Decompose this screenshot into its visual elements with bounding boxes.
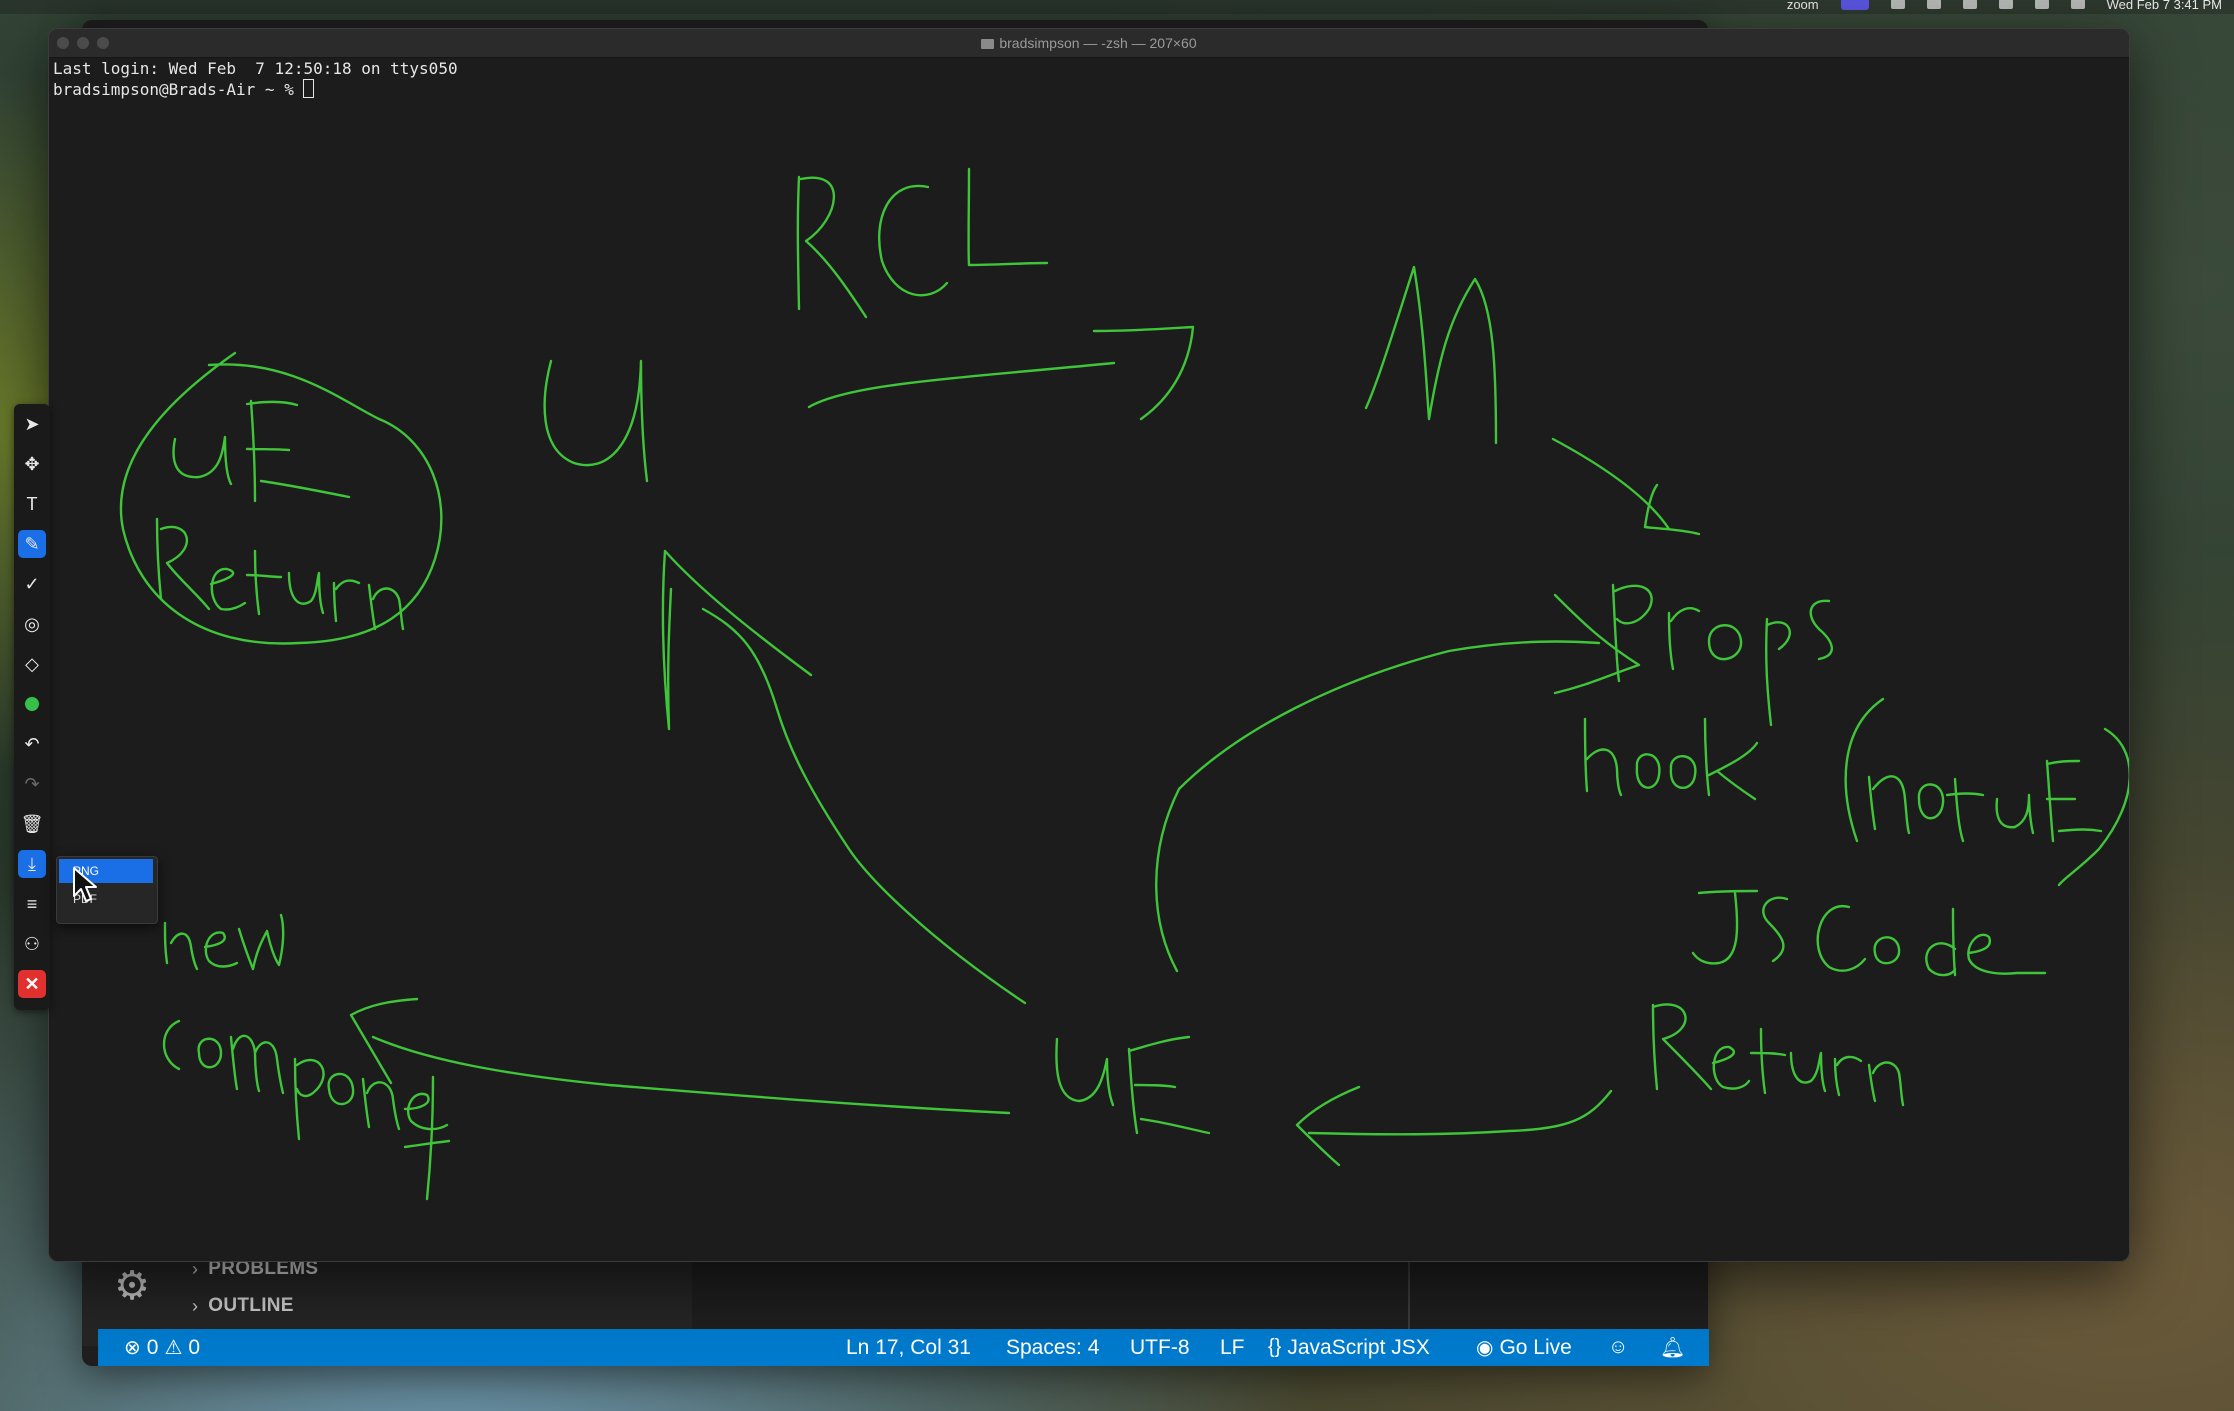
terminal-output[interactable]: Last login: Wed Feb 7 12:50:18 on ttys05… <box>53 59 458 100</box>
color-swatch <box>25 697 39 711</box>
spotlight-icon[interactable]: ◎ <box>24 614 40 634</box>
language-label: JavaScript JSX <box>1287 1335 1430 1359</box>
bluetooth-icon[interactable] <box>1926 0 1941 9</box>
ink-word-ue-bottom <box>1055 1035 1211 1135</box>
ink-arrow-to-m <box>807 325 1195 421</box>
cursor-position[interactable]: Ln 17, Col 31 <box>846 1335 971 1359</box>
ink-letter-u <box>543 359 649 483</box>
redo-icon[interactable]: ↷ <box>24 774 40 794</box>
close-window-button[interactable] <box>57 37 69 49</box>
ink-word-componet <box>162 1019 451 1201</box>
ink-word-return-left <box>155 517 405 631</box>
ink-word-hook <box>1583 717 1759 801</box>
error-icon: ⊗ <box>124 1337 141 1359</box>
encoding-status[interactable]: UTF-8 <box>1130 1335 1190 1359</box>
section-outline-label: OUTLINE <box>208 1295 294 1316</box>
ink-word-code <box>1816 904 2047 977</box>
language-mode[interactable]: {} JavaScript JSX <box>1268 1329 1430 1366</box>
ink-word-new <box>163 913 285 971</box>
undo-icon[interactable]: ↶ <box>24 734 40 754</box>
ink-word-js <box>1691 889 1789 965</box>
status-icon[interactable] <box>1890 0 1905 9</box>
terminal-window[interactable]: bradsimpson — -zsh — 207×60 Last login: … <box>48 28 2130 1262</box>
annotation-drawing <box>119 167 2129 1201</box>
go-live-button[interactable]: ◉ Go Live <box>1476 1329 1572 1366</box>
ink-word-return-right <box>1651 1003 1905 1107</box>
feedback-icon[interactable]: ☺ <box>1608 1336 1629 1358</box>
check-icon[interactable]: ✓ <box>24 574 40 594</box>
warning-icon: ⚠ <box>164 1337 183 1359</box>
chevron-right-icon: › <box>192 1295 199 1316</box>
panel-divider <box>1408 1260 1410 1346</box>
ink-word-ue-top <box>172 399 351 503</box>
ink-circle <box>119 351 443 645</box>
pen-icon[interactable]: ✎ <box>18 530 46 558</box>
section-problems-label: PROBLEMS <box>208 1258 319 1279</box>
zoom-share-icon[interactable] <box>1840 0 1869 10</box>
menu-icon[interactable]: ≡ <box>26 894 38 914</box>
save-icon[interactable]: ⤓ <box>18 850 46 878</box>
last-login-line: Last login: Wed Feb 7 12:50:18 on ttys05… <box>53 59 458 78</box>
ink-arrow-to-componet <box>349 997 1011 1115</box>
close-icon[interactable]: ✕ <box>18 970 46 998</box>
menubar-clock[interactable]: Wed Feb 7 3:41 PM <box>2106 0 2222 12</box>
ink-arrow-to-ue <box>1295 1085 1613 1167</box>
eol-status[interactable]: LF <box>1220 1335 1245 1359</box>
terminal-title: bradsimpson — -zsh — 207×60 <box>49 29 2129 57</box>
chevron-right-icon: › <box>192 1258 199 1279</box>
broadcast-icon: ◉ <box>1476 1337 1494 1359</box>
section-problems[interactable]: › PROBLEMS <box>192 1258 318 1280</box>
indentation-status[interactable]: Spaces: 4 <box>1006 1335 1100 1359</box>
status-bar: ⊗ 0 ⚠ 0 Ln 17, Col 31 Spaces: 4 UTF-8 LF… <box>98 1329 1709 1366</box>
gear-icon[interactable]: ⚙ <box>114 1264 150 1308</box>
terminal-title-text: bradsimpson — -zsh — 207×60 <box>999 35 1197 51</box>
warning-count: 0 <box>188 1335 201 1359</box>
zoom-window-button[interactable] <box>97 37 109 49</box>
ink-arrow-to-u <box>661 549 1027 1005</box>
section-outline[interactable]: › OUTLINE <box>192 1295 294 1317</box>
text-cursor <box>303 79 315 98</box>
braces-icon: {} <box>1268 1336 1282 1358</box>
ink-letter-m <box>1364 265 1498 445</box>
wifi-icon[interactable] <box>1998 0 2013 9</box>
battery-icon[interactable] <box>1962 0 1977 9</box>
error-count: 0 <box>146 1335 159 1359</box>
ink-word-rcl <box>796 167 1049 319</box>
mouse-cursor-icon <box>73 867 97 902</box>
zoom-menu-label[interactable]: zoom <box>1786 0 1819 12</box>
terminal-titlebar[interactable]: bradsimpson — -zsh — 207×60 <box>49 29 2129 58</box>
eraser-icon[interactable]: ◇ <box>25 654 39 674</box>
go-live-label: Go Live <box>1499 1335 1572 1359</box>
search-icon[interactable] <box>2034 0 2049 9</box>
problems-status[interactable]: ⊗ 0 ⚠ 0 <box>124 1329 200 1366</box>
color-icon[interactable] <box>18 690 46 718</box>
pointer-icon[interactable]: ➤ <box>24 414 40 434</box>
annotator-icon[interactable]: ⚇ <box>23 934 41 954</box>
ink-word-props <box>1611 583 1833 727</box>
ink-arrow-to-props-curve <box>1155 593 1641 973</box>
bell-icon[interactable]: 🔔︎ <box>1660 1337 1686 1359</box>
shell-prompt: bradsimpson@Brads-Air ~ % <box>53 80 304 99</box>
control-center-icon[interactable] <box>2070 0 2085 9</box>
annotation-toolbar: ➤ ✥ T ✎ ✓ ◎ ◇ ↶ ↷ 🗑︎ ⤓ ≡ ⚇ ✕ <box>14 404 50 1010</box>
minimize-window-button[interactable] <box>77 37 89 49</box>
trash-icon[interactable]: 🗑︎ <box>20 814 44 834</box>
text-icon[interactable]: T <box>26 494 38 514</box>
move-icon[interactable]: ✥ <box>24 454 40 474</box>
ink-arrow-to-props <box>1551 437 1701 536</box>
menu-bar: zoom Wed Feb 7 3:41 PM <box>0 0 2234 14</box>
ink-word-not-ue <box>1844 697 2129 887</box>
folder-icon <box>981 39 995 49</box>
